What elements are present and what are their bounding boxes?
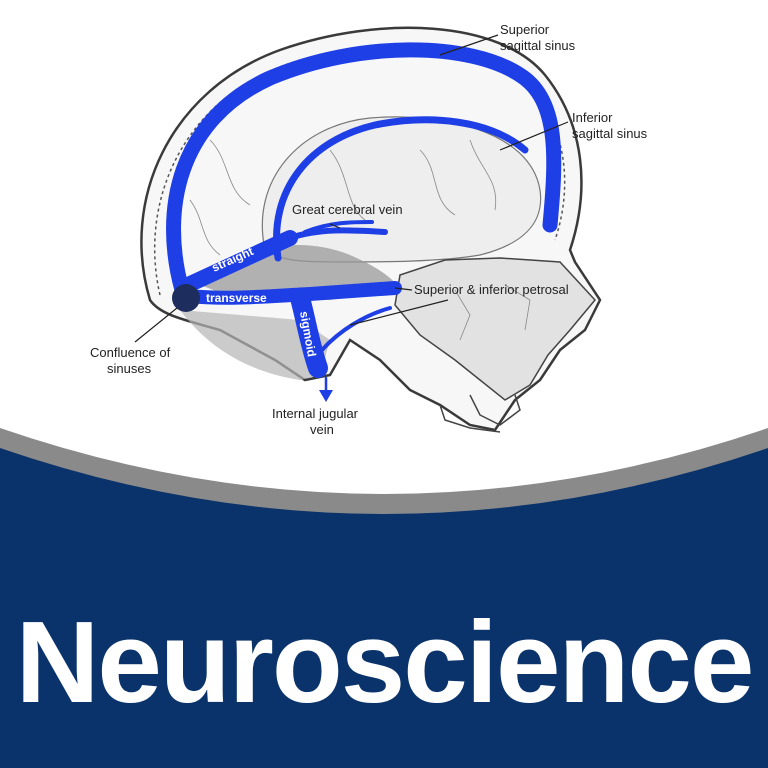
bone-texture bbox=[189, 139, 531, 341]
straight-sinus bbox=[180, 230, 298, 293]
leader-petrosal-1 bbox=[394, 287, 413, 291]
confluence-of-sinuses-marker bbox=[172, 284, 200, 312]
superior-petrosal-sinus bbox=[328, 283, 397, 294]
inferior-sagittal-sinus bbox=[273, 116, 529, 262]
anatomical-labels: Superior sagittal sinus Inferior sagitta… bbox=[90, 22, 648, 437]
jugular-arrow-head bbox=[319, 390, 333, 402]
leader-inferior-sagittal bbox=[499, 121, 569, 151]
banner-navy bbox=[0, 448, 768, 768]
label-superior-sagittal-line1: Superior bbox=[500, 22, 550, 37]
venous-sinuses bbox=[166, 42, 562, 394]
label-confluence-line1: Confluence of bbox=[90, 345, 171, 360]
label-internal-jugular-line2: vein bbox=[310, 422, 334, 437]
label-inferior-sagittal-line2: sagittal sinus bbox=[572, 126, 648, 141]
superior-sagittal-sinus bbox=[166, 42, 562, 298]
leader-confluence bbox=[134, 307, 178, 343]
label-inferior-sagittal-line1: Inferior bbox=[572, 110, 613, 125]
leader-petrosal-2 bbox=[349, 299, 449, 326]
mandible bbox=[439, 404, 501, 433]
sigmoid-sinus bbox=[290, 288, 328, 378]
label-petrosal: Superior & inferior petrosal bbox=[414, 282, 569, 297]
great-cerebral-vein-branch bbox=[303, 220, 374, 234]
label-superior-sagittal-line2: sagittal sinus bbox=[500, 38, 576, 53]
leader-superior-sagittal bbox=[439, 34, 499, 56]
facial-skeleton bbox=[394, 257, 596, 401]
maxilla-teeth bbox=[469, 394, 521, 426]
label-great-cerebral-vein: Great cerebral vein bbox=[292, 202, 403, 217]
leader-great-cerebral bbox=[329, 223, 341, 229]
leader-lines bbox=[134, 34, 569, 343]
app-title: Neuroscience bbox=[16, 597, 753, 727]
posterior-fossa bbox=[180, 310, 330, 380]
label-confluence-line2: sinuses bbox=[107, 361, 152, 376]
great-cerebral-vein-path bbox=[287, 227, 388, 241]
transverse-sinus-label: transverse bbox=[206, 291, 267, 305]
label-internal-jugular-line1: Internal jugular bbox=[272, 406, 359, 421]
